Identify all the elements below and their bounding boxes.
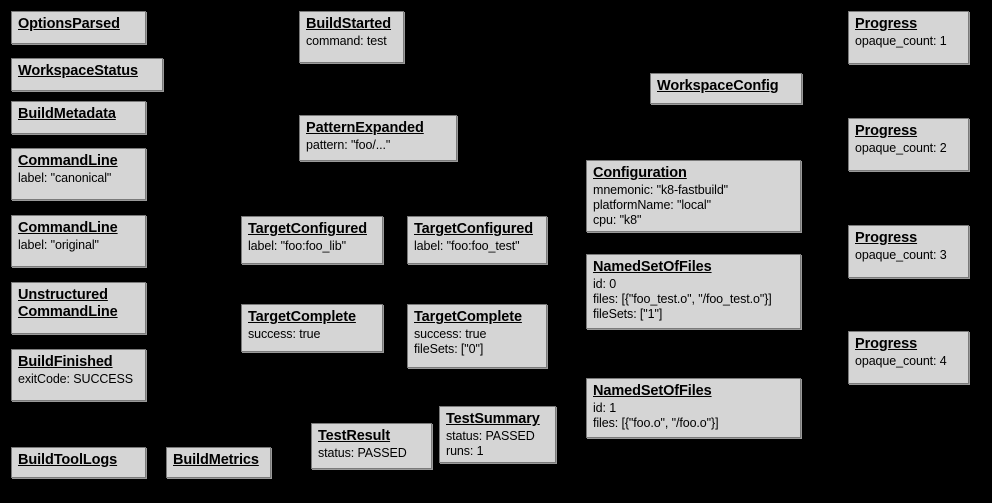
node-field: success: true xyxy=(248,327,321,341)
node-title: BuildMetrics xyxy=(173,452,259,468)
node-title: CommandLine xyxy=(18,220,118,236)
node-build-metadata[interactable]: BuildMetadata xyxy=(11,101,146,134)
node-progress-3[interactable]: Progress opaque_count: 3 xyxy=(848,225,969,278)
node-title: WorkspaceConfig xyxy=(657,78,779,94)
node-pattern-expanded[interactable]: PatternExpanded pattern: "foo/..." xyxy=(299,115,457,161)
node-command-line-canonical[interactable]: CommandLine label: "canonical" xyxy=(11,148,146,200)
node-configuration[interactable]: Configuration mnemonic: "k8-fastbuild"pla… xyxy=(586,160,801,232)
node-field: pattern: "foo/..." xyxy=(306,138,391,152)
node-fields: pattern: "foo/..." xyxy=(306,138,450,153)
node-title: NamedSetOfFiles xyxy=(593,383,712,399)
node-field: opaque_count: 2 xyxy=(855,141,947,155)
node-field: platformName: "local" xyxy=(593,198,711,212)
node-title: TestSummary xyxy=(446,411,540,427)
node-fields: label: "foo:foo_test" xyxy=(414,239,540,254)
node-title: CommandLine xyxy=(18,153,118,169)
node-field: label: "foo:foo_test" xyxy=(414,239,520,253)
node-build-started[interactable]: BuildStarted command: test xyxy=(299,11,404,63)
node-title: Progress xyxy=(855,123,918,139)
node-target-complete-lib[interactable]: TargetComplete success: true xyxy=(241,304,383,352)
node-title: WorkspaceStatus xyxy=(18,63,138,79)
node-field: status: PASSED xyxy=(446,429,535,443)
node-title: BuildMetadata xyxy=(18,106,116,122)
node-title: TargetConfigured xyxy=(414,221,533,237)
node-fields: label: "foo:foo_lib" xyxy=(248,239,376,254)
node-field: fileSets: ["0"] xyxy=(414,342,484,356)
node-build-metrics[interactable]: BuildMetrics xyxy=(166,447,271,478)
node-fields: label: "original" xyxy=(18,238,139,253)
node-target-configured-foo-lib[interactable]: TargetConfigured label: "foo:foo_lib" xyxy=(241,216,383,264)
node-title: TestResult xyxy=(318,428,391,444)
node-progress-1[interactable]: Progress opaque_count: 1 xyxy=(848,11,969,64)
node-build-tool-logs[interactable]: BuildToolLogs xyxy=(11,447,146,478)
node-fields: opaque_count: 3 xyxy=(855,248,962,263)
node-progress-2[interactable]: Progress opaque_count: 2 xyxy=(848,118,969,171)
node-command-line-original[interactable]: CommandLine label: "original" xyxy=(11,215,146,267)
node-field: label: "foo:foo_lib" xyxy=(248,239,346,253)
node-build-finished[interactable]: BuildFinished exitCode: SUCCESS xyxy=(11,349,146,401)
node-field: id: 0 xyxy=(593,277,617,291)
node-field: label: "original" xyxy=(18,238,99,252)
node-title: OptionsParsed xyxy=(18,16,120,32)
node-fields: opaque_count: 1 xyxy=(855,34,962,49)
node-fields: mnemonic: "k8-fastbuild"platformName: "l… xyxy=(593,183,794,228)
node-field: label: "canonical" xyxy=(18,171,112,185)
node-field: command: test xyxy=(306,34,387,48)
node-field: id: 1 xyxy=(593,401,617,415)
node-field: opaque_count: 3 xyxy=(855,248,947,262)
node-test-result[interactable]: TestResult status: PASSED xyxy=(311,423,432,469)
node-title: NamedSetOfFiles xyxy=(593,259,712,275)
node-title: Unstructured CommandLine xyxy=(18,287,118,320)
node-field: opaque_count: 4 xyxy=(855,354,947,368)
node-progress-4[interactable]: Progress opaque_count: 4 xyxy=(848,331,969,384)
node-fields: status: PASSED xyxy=(318,446,425,461)
node-title: BuildStarted xyxy=(306,16,392,32)
node-fields: opaque_count: 4 xyxy=(855,354,962,369)
node-title: Progress xyxy=(855,16,918,32)
node-target-configured-foo-test[interactable]: TargetConfigured label: "foo:foo_test" xyxy=(407,216,547,264)
node-options-parsed[interactable]: OptionsParsed xyxy=(11,11,146,44)
node-title: BuildFinished xyxy=(18,354,113,370)
node-field: success: true xyxy=(414,327,487,341)
node-fields: exitCode: SUCCESS xyxy=(18,372,139,387)
node-title: TargetComplete xyxy=(248,309,356,325)
node-title: TargetComplete xyxy=(414,309,522,325)
node-unstructured-command-line[interactable]: Unstructured CommandLine xyxy=(11,282,146,334)
node-field: runs: 1 xyxy=(446,444,484,458)
node-fields: opaque_count: 2 xyxy=(855,141,962,156)
node-field: opaque_count: 1 xyxy=(855,34,947,48)
node-fields: success: true xyxy=(248,327,376,342)
node-title: Progress xyxy=(855,336,918,352)
node-title: PatternExpanded xyxy=(306,120,424,136)
node-title: BuildToolLogs xyxy=(18,452,118,468)
node-field: mnemonic: "k8-fastbuild" xyxy=(593,183,729,197)
node-title: Progress xyxy=(855,230,918,246)
node-title: TargetConfigured xyxy=(248,221,367,237)
node-workspace-status[interactable]: WorkspaceStatus xyxy=(11,58,163,91)
node-fields: label: "canonical" xyxy=(18,171,139,186)
node-fields: command: test xyxy=(306,34,397,49)
node-workspace-config[interactable]: WorkspaceConfig xyxy=(650,73,802,104)
node-field: exitCode: SUCCESS xyxy=(18,372,134,386)
node-title: Configuration xyxy=(593,165,687,181)
node-field: fileSets: ["1"] xyxy=(593,307,663,321)
node-field: cpu: "k8" xyxy=(593,213,642,227)
node-field: files: [{"foo.o", "/foo.o"}] xyxy=(593,416,719,430)
node-field: status: PASSED xyxy=(318,446,407,460)
node-field: files: [{"foo_test.o", "/foo_test.o"}] xyxy=(593,292,772,306)
